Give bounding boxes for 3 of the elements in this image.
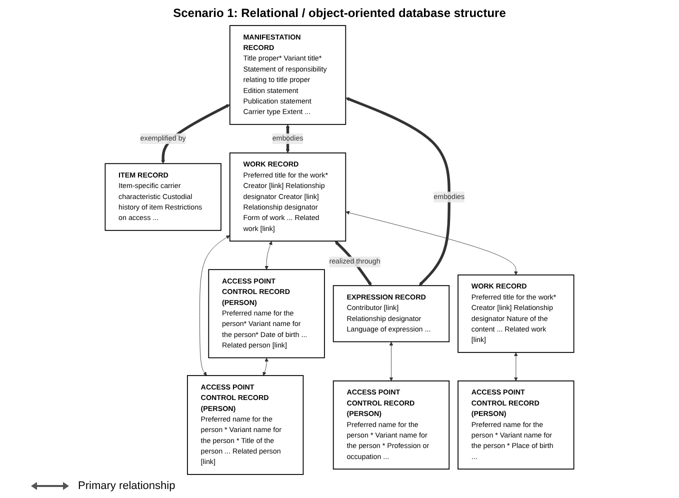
arrow bbox=[346, 97, 450, 286]
legend-label: Primary relationship bbox=[78, 480, 176, 492]
diagram-title: Scenario 1: Relational / object-oriented database structure bbox=[172, 6, 507, 20]
